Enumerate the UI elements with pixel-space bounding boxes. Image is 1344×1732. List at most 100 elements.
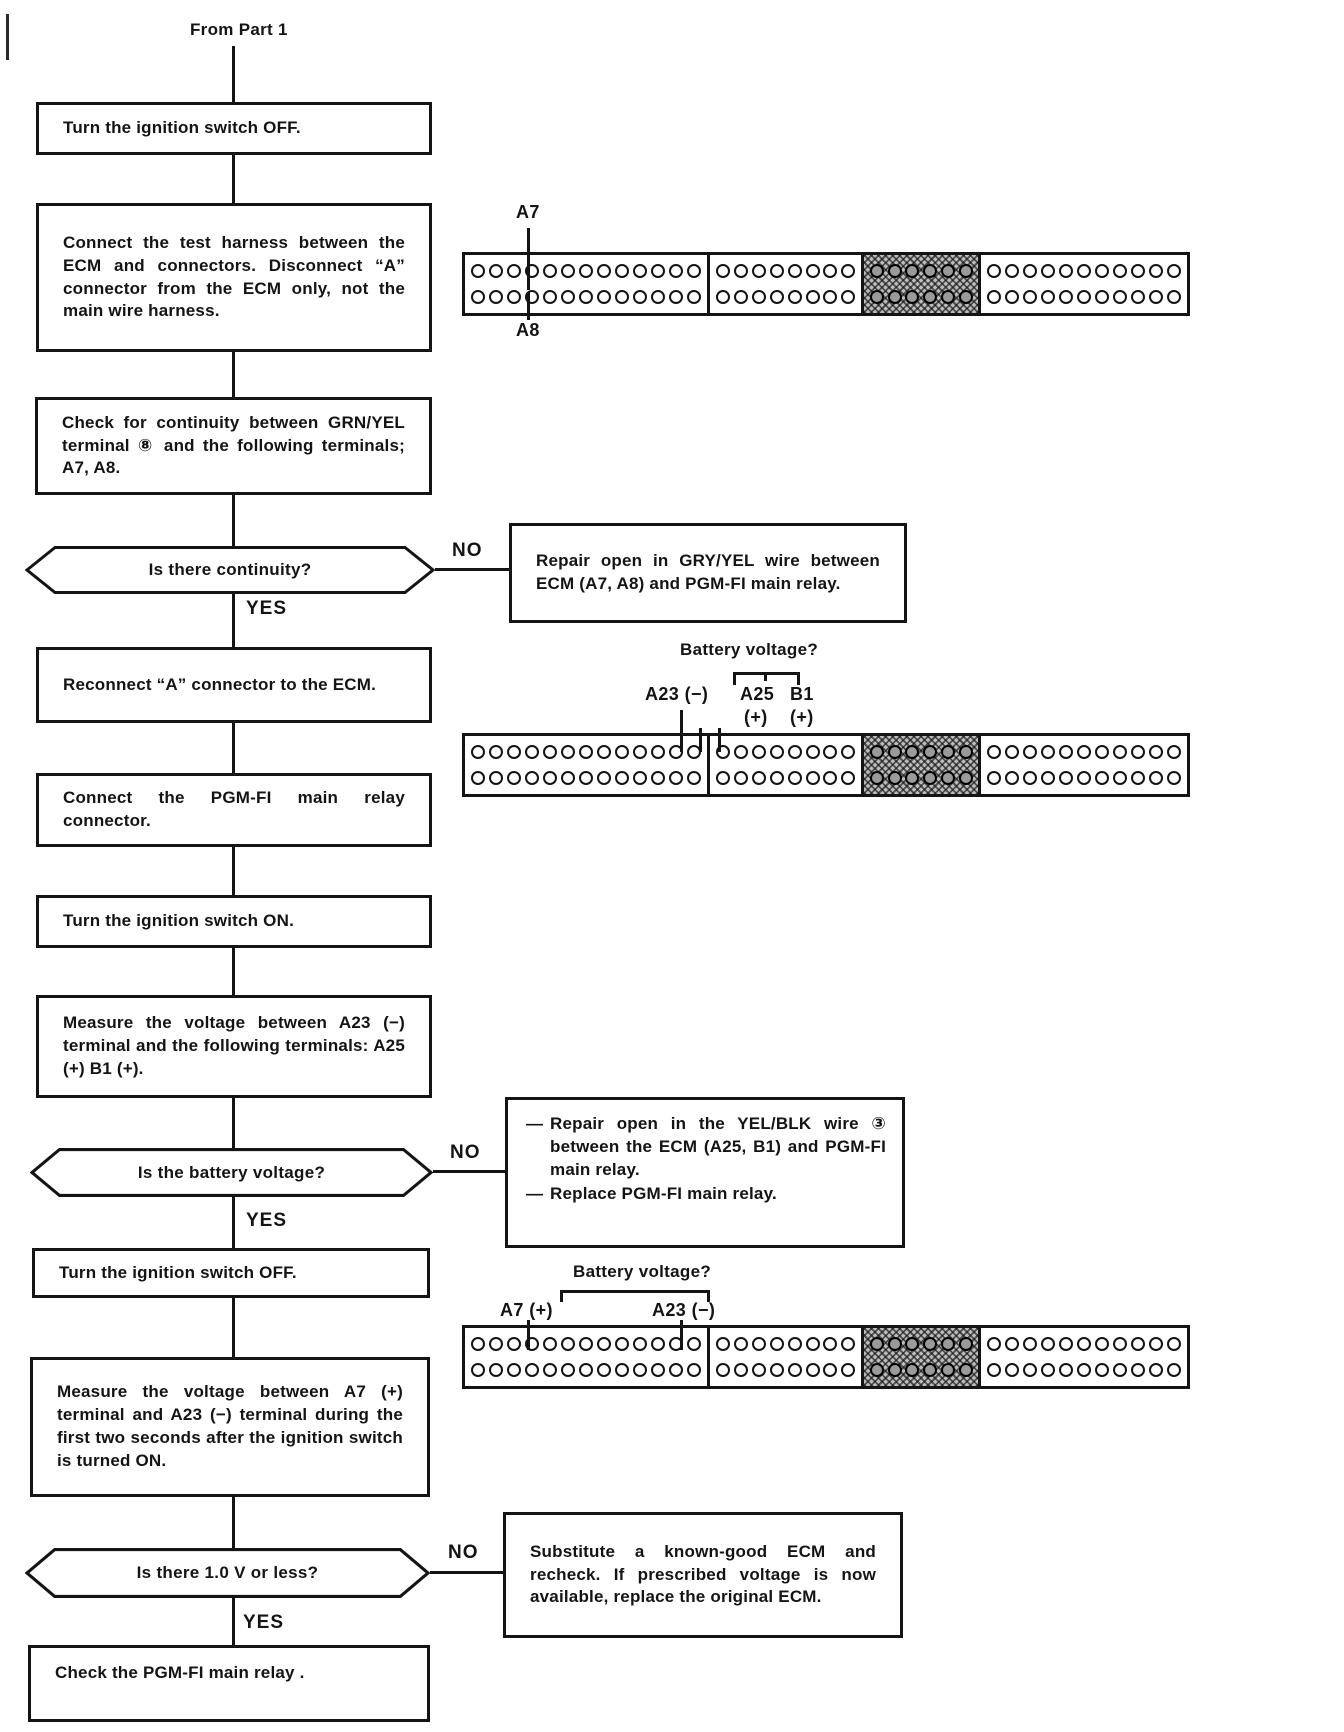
pin-label-a25: A25 bbox=[740, 684, 775, 704]
step-text: Check for continuity between GRN/YEL ter… bbox=[62, 412, 405, 478]
connector-pin bbox=[1077, 1363, 1092, 1377]
connector-pin bbox=[734, 264, 749, 278]
connector-pin bbox=[958, 290, 973, 304]
decision-text: Is there continuity? bbox=[148, 560, 312, 579]
step-text: Turn the ignition switch ON. bbox=[63, 911, 294, 931]
connector-pin bbox=[958, 1337, 973, 1351]
connector-pin bbox=[1130, 1337, 1145, 1351]
leader-line-a7-2 bbox=[527, 1320, 530, 1350]
connector-pin bbox=[615, 1363, 630, 1377]
connector-pin bbox=[841, 771, 856, 785]
pin-row bbox=[712, 1357, 859, 1383]
connector-pin bbox=[1166, 1363, 1181, 1377]
connector-pin bbox=[1130, 745, 1145, 759]
step-check-continuity: Check for continuity between GRN/YEL ter… bbox=[35, 397, 432, 495]
connector-pin bbox=[597, 771, 612, 785]
connector-pin bbox=[923, 745, 938, 759]
connector-segment bbox=[978, 255, 1187, 313]
connector-pin bbox=[507, 1337, 522, 1351]
connector-pin bbox=[615, 745, 630, 759]
connector-pin bbox=[1023, 1363, 1038, 1377]
connector-pin bbox=[787, 1337, 802, 1351]
connector-segment bbox=[978, 1328, 1187, 1386]
connector-pin bbox=[805, 745, 820, 759]
bracket-line bbox=[733, 672, 736, 685]
pin-row bbox=[467, 1357, 705, 1383]
connector-pin bbox=[769, 264, 784, 278]
connector-pin bbox=[940, 1363, 955, 1377]
connector-pin bbox=[1112, 1337, 1127, 1351]
step-connect-test-harness: Connect the test harness between the ECM… bbox=[36, 203, 432, 352]
connector-pin bbox=[471, 290, 486, 304]
pin-row bbox=[467, 765, 705, 791]
connector-pin bbox=[1041, 290, 1056, 304]
step-text: Measure the voltage between A23 (−) term… bbox=[63, 1013, 405, 1078]
step-measure-voltage-a7: Measure the voltage between A7 (+) termi… bbox=[30, 1357, 430, 1497]
connector-pin bbox=[1005, 290, 1020, 304]
leader-line-a8 bbox=[527, 292, 530, 320]
branch-label-yes-1: YES bbox=[246, 598, 288, 619]
flow-connector-line bbox=[430, 1571, 503, 1574]
pin-row bbox=[866, 284, 976, 310]
connector-pin bbox=[905, 290, 920, 304]
connector-pin bbox=[579, 745, 594, 759]
connector-pin bbox=[1112, 745, 1127, 759]
action-list-item: —Replace PGM-FI main relay. bbox=[526, 1183, 886, 1206]
connector-pin bbox=[734, 1363, 749, 1377]
decision-text: Is the battery voltage? bbox=[137, 1162, 326, 1182]
connector-pin bbox=[471, 264, 486, 278]
connector-pin bbox=[769, 745, 784, 759]
connector-pin bbox=[1112, 771, 1127, 785]
connector-pin bbox=[687, 1363, 702, 1377]
connector-pin bbox=[823, 745, 838, 759]
pin-row bbox=[866, 739, 976, 765]
step-measure-voltage-a23: Measure the voltage between A23 (−) term… bbox=[36, 995, 432, 1098]
connector-pin bbox=[841, 1337, 856, 1351]
connector-pin bbox=[1041, 1337, 1056, 1351]
connector-pin bbox=[615, 1337, 630, 1351]
leader-line-a23-2 bbox=[680, 1320, 683, 1350]
connector-pin bbox=[633, 1363, 648, 1377]
connector-pin bbox=[958, 1363, 973, 1377]
connector-pin bbox=[543, 264, 558, 278]
connector-pin bbox=[1130, 771, 1145, 785]
connector-pin bbox=[1166, 1337, 1181, 1351]
action-list: —Repair open in the YEL/BLK wire ③ betwe… bbox=[526, 1113, 886, 1206]
connector-pin bbox=[787, 264, 802, 278]
connector-pin bbox=[651, 771, 666, 785]
connector-pin bbox=[887, 264, 902, 278]
pin-label-a7-plus: A7 (+) bbox=[500, 1300, 553, 1320]
connector-pin bbox=[489, 1363, 504, 1377]
bracket-line bbox=[707, 1290, 710, 1302]
connector-pin bbox=[841, 745, 856, 759]
connector-pin bbox=[841, 1363, 856, 1377]
connector-pin bbox=[651, 264, 666, 278]
connector-pin bbox=[1005, 1363, 1020, 1377]
action-list-item: —Repair open in the YEL/BLK wire ③ betwe… bbox=[526, 1113, 886, 1181]
connector-pin bbox=[489, 1337, 504, 1351]
connector-pin bbox=[769, 771, 784, 785]
hexagon-shape bbox=[25, 546, 435, 594]
connector-pin bbox=[543, 745, 558, 759]
connector-pin bbox=[734, 1337, 749, 1351]
connector-segment-shaded bbox=[861, 1328, 978, 1386]
connector-pin bbox=[669, 745, 684, 759]
ecm-connector-diagram-1 bbox=[462, 252, 1190, 316]
connector-pin bbox=[1148, 290, 1163, 304]
connector-pin bbox=[1148, 1363, 1163, 1377]
pin-row bbox=[866, 258, 976, 284]
connector-pin bbox=[1023, 745, 1038, 759]
connector-pin bbox=[940, 745, 955, 759]
connector-pin bbox=[651, 1337, 666, 1351]
pin-row bbox=[467, 258, 705, 284]
connector-pin bbox=[507, 745, 522, 759]
connector-pin bbox=[1005, 264, 1020, 278]
connector-pin bbox=[1130, 264, 1145, 278]
dash-bullet: — bbox=[526, 1184, 543, 1204]
ecm-connector-diagram-3 bbox=[462, 1325, 1190, 1389]
connector-pin bbox=[823, 264, 838, 278]
connector-pin bbox=[525, 745, 540, 759]
connector-segment bbox=[707, 736, 861, 794]
bracket-line bbox=[764, 672, 767, 681]
connector-pin bbox=[579, 771, 594, 785]
